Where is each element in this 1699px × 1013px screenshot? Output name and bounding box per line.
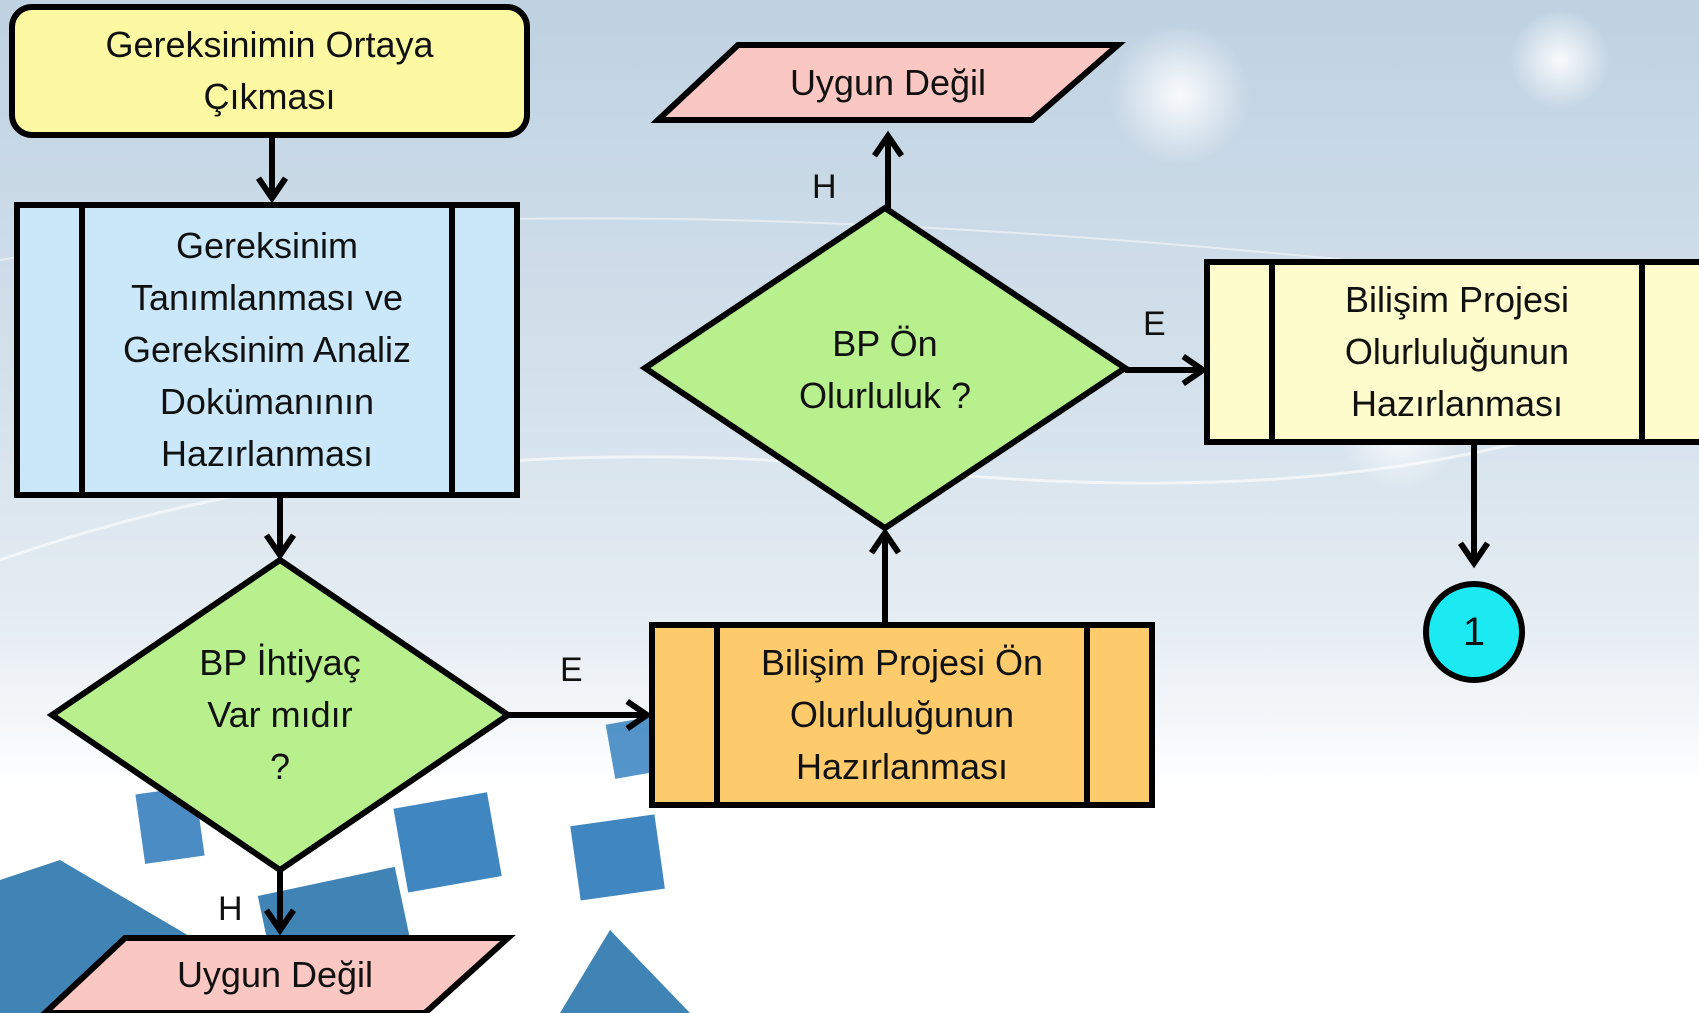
need-no-label: H	[218, 890, 243, 928]
analysis-process-box	[14, 202, 520, 498]
connector-circle	[1423, 581, 1525, 683]
pre-feasibility-process-box	[649, 622, 1155, 808]
arrow-need-yes-head	[625, 698, 653, 732]
pre-yes-label: E	[1143, 305, 1166, 343]
pre-feasibility-decision	[639, 204, 1131, 532]
arrow-pre-to-decision-head	[868, 527, 902, 555]
arrow-start-to-analysis-head	[255, 176, 289, 204]
arrow-feasibility-to-connector-head	[1457, 541, 1491, 569]
need-decision	[46, 556, 514, 874]
arrow-analysis-to-need-head	[263, 533, 297, 561]
start-terminal	[9, 4, 530, 138]
pre-no-label: H	[812, 168, 837, 206]
not-suitable-bottom-output	[40, 935, 516, 1013]
need-yes-label: E	[560, 651, 583, 689]
arrow-need-no-head	[263, 908, 297, 936]
feasibility-process-box	[1204, 259, 1699, 445]
arrow-pre-yes-head	[1181, 353, 1209, 387]
not-suitable-top-output	[650, 42, 1127, 123]
arrow-pre-no-head	[871, 130, 905, 158]
